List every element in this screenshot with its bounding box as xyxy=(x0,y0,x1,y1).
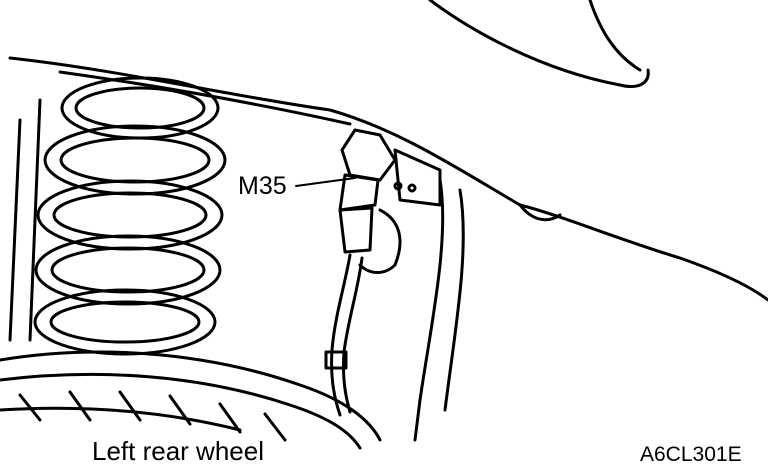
figure-code: A6CL301E xyxy=(640,443,742,466)
wheel-tire xyxy=(0,350,382,450)
coil-spring xyxy=(8,76,227,356)
figure-caption: Left rear wheel xyxy=(92,436,264,466)
wiring-harness xyxy=(324,178,465,442)
connector-m35 xyxy=(338,128,442,274)
callout-leader xyxy=(295,177,356,187)
callout-label-m35: M35 xyxy=(238,172,287,200)
body-panel xyxy=(8,0,768,302)
